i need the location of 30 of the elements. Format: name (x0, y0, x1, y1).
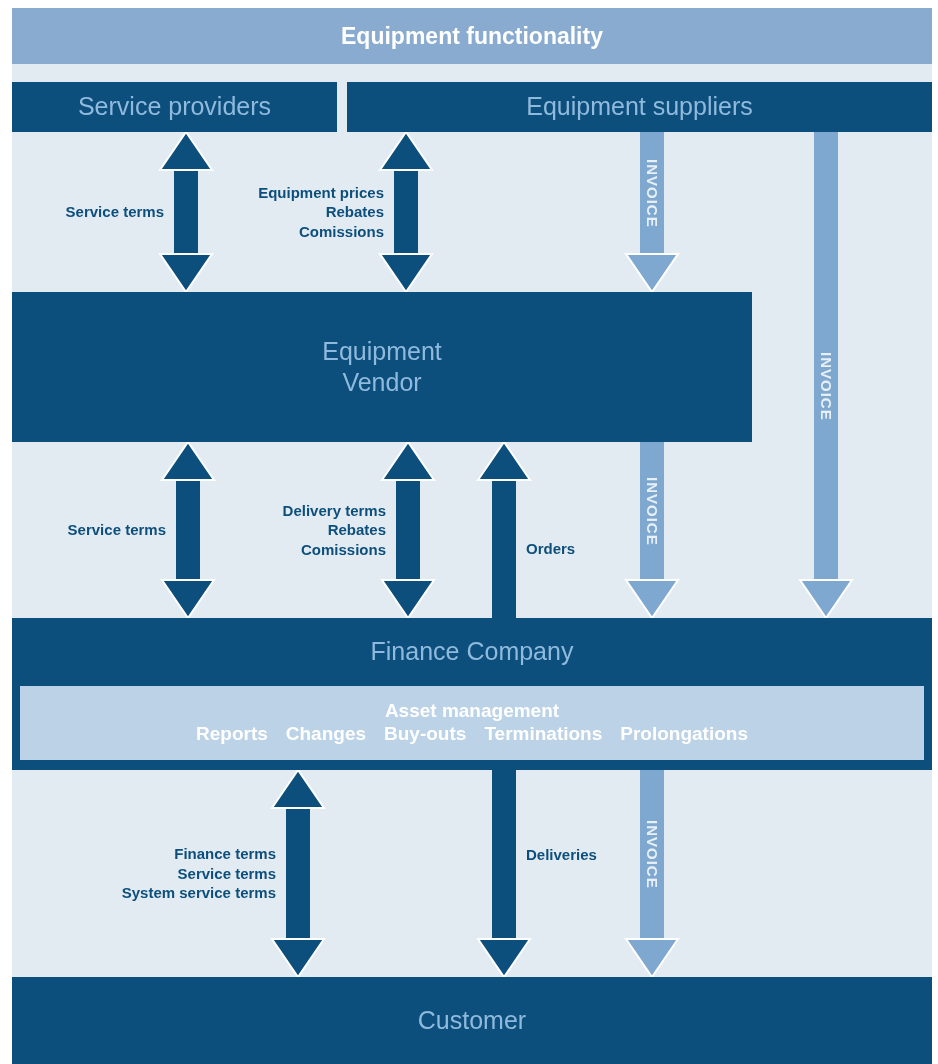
entity-label: Customer (417, 1004, 527, 1036)
block-arrow (159, 131, 213, 293)
entity-box (12, 292, 752, 442)
entity-box (12, 82, 337, 132)
entity-label: Service providers (77, 91, 272, 123)
asset-management-panel (20, 686, 924, 760)
entity-box (12, 618, 932, 770)
block-arrow (799, 132, 853, 619)
activity-label: Prolongations (620, 723, 748, 746)
activity-label: Changes (285, 723, 367, 746)
entity-box (347, 82, 932, 132)
block-arrow (271, 769, 325, 978)
block-arrow (379, 131, 433, 293)
activity-label: Terminations (484, 723, 603, 746)
header-band (12, 8, 932, 64)
header-title: Equipment functionality (341, 21, 603, 51)
entity-label: Finance Company (370, 636, 574, 667)
activity-label: Reports (196, 723, 268, 746)
entity-label: Equipment suppliers (526, 91, 753, 123)
block-arrow (625, 442, 679, 619)
block-arrow (625, 132, 679, 293)
block-arrow (161, 441, 215, 619)
block-arrow (477, 441, 531, 618)
entity-label: Equipment Vendor (321, 335, 443, 398)
section-heading: Asset management (384, 700, 560, 723)
activity-label: Buy-outs (384, 723, 467, 746)
block-arrow (477, 770, 531, 978)
block-arrow (625, 770, 679, 978)
block-arrow (381, 441, 435, 619)
entity-box (12, 977, 932, 1064)
